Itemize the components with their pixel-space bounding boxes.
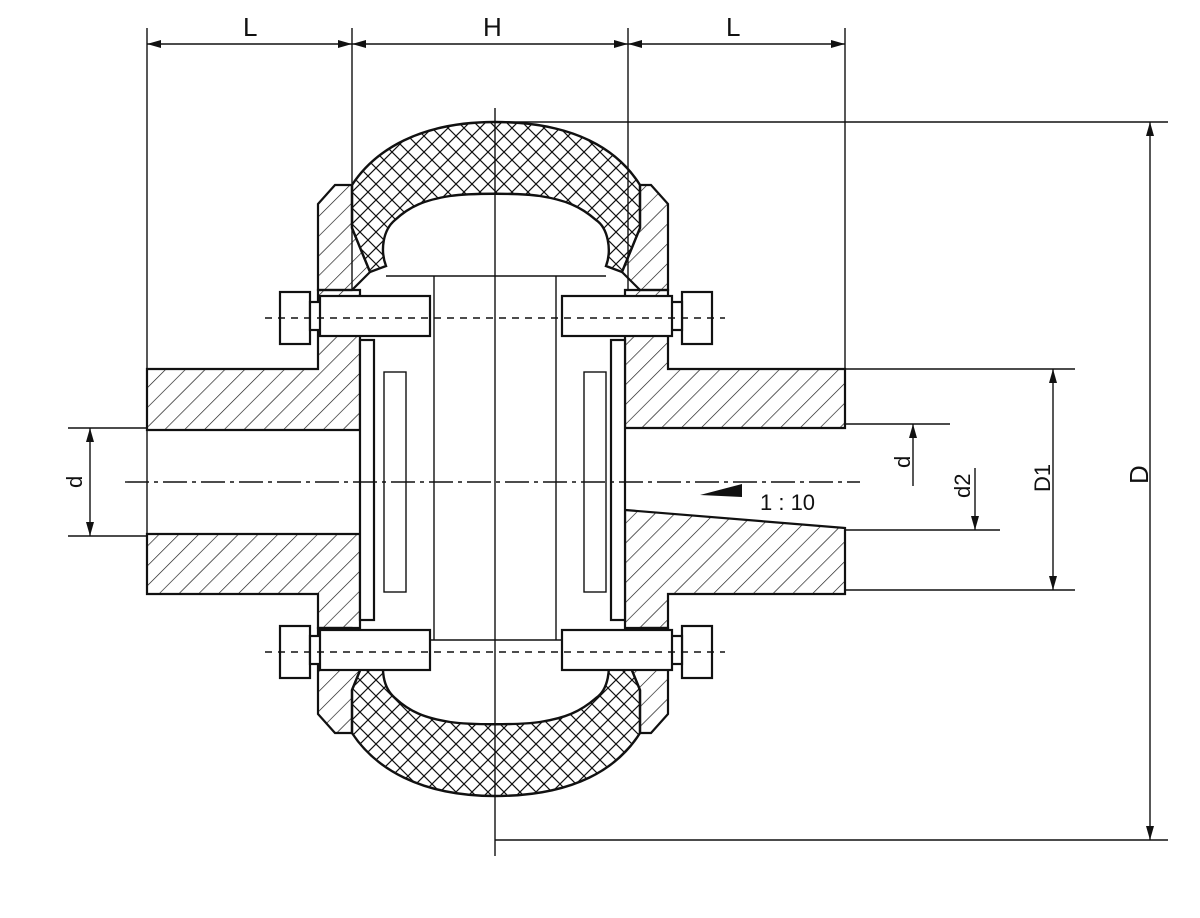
- right-hub: [609, 288, 847, 630]
- left-hub-lower: [145, 532, 362, 630]
- bolt-bottom-right: [560, 624, 714, 680]
- label-taper-ratio: 1 : 10: [760, 490, 815, 515]
- rubber-tyre: [350, 120, 642, 798]
- label-H: H: [483, 12, 502, 42]
- label-D1: D1: [1030, 464, 1055, 492]
- bolts: [265, 290, 725, 680]
- right-hub-upper: [623, 288, 847, 430]
- tyre-upper-half: [350, 120, 642, 274]
- label-d-right: d: [890, 456, 915, 468]
- left-hub-flange-groove: [358, 338, 376, 622]
- tyre-lower-half: [350, 644, 642, 798]
- right-hub-flange-groove: [609, 338, 627, 622]
- label-d-left: d: [62, 476, 87, 488]
- bolt-top-left: [278, 290, 432, 346]
- label-d2: d2: [950, 474, 975, 498]
- label-D: D: [1124, 465, 1154, 484]
- clamp-rings: [316, 183, 670, 735]
- right-hub-lower: [623, 508, 847, 630]
- label-L-left: L: [243, 12, 257, 42]
- bolt-bottom-left: [278, 624, 432, 680]
- dimensions: [68, 28, 1168, 841]
- left-hub: [145, 288, 376, 630]
- inner-body-outline: [386, 275, 606, 641]
- bolt-top-right: [560, 290, 714, 346]
- taper-triangle-icon: [700, 484, 742, 497]
- label-L-right: L: [726, 12, 740, 42]
